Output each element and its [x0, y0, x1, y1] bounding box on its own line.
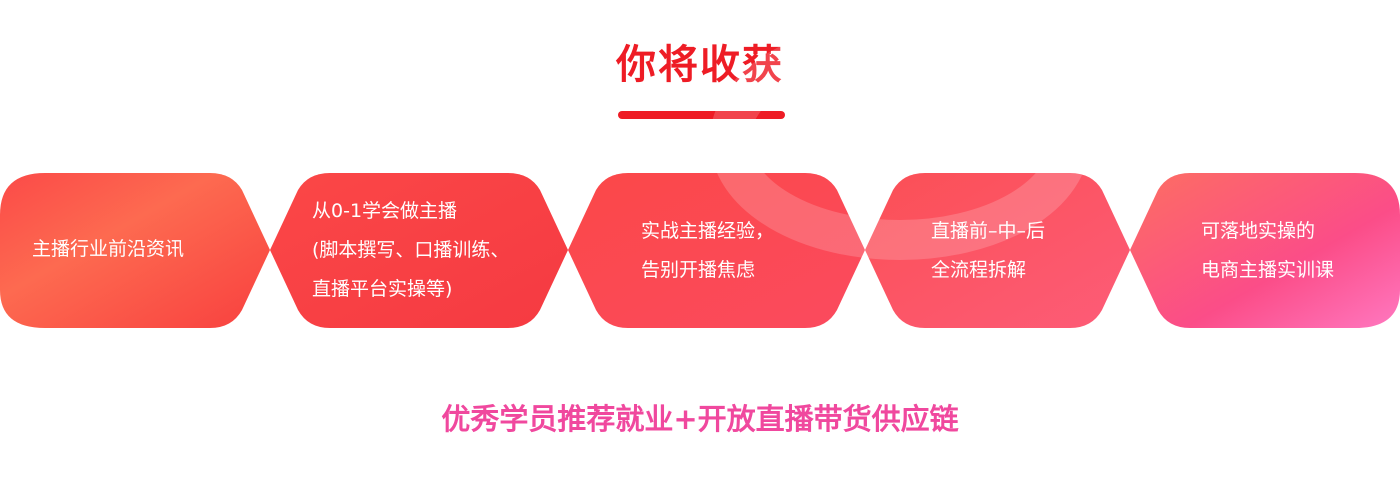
benefit-shape-3 — [568, 173, 865, 328]
benefit-2: 从0-1学会做主播(脚本撰写、口播训练、直播平台实操等) — [312, 200, 510, 300]
benefit-4: 直播前–中–后全流程拆解 — [931, 220, 1046, 281]
title-underline — [618, 111, 785, 119]
decor-ring — [710, 20, 1090, 260]
footer-tagline: 优秀学员推荐就业+开放直播带货供应链 — [441, 402, 959, 436]
benefit-1: 主播行业前沿资讯 — [32, 238, 185, 260]
benefit-shape-5 — [1130, 173, 1400, 328]
benefit-shape-2 — [270, 173, 568, 328]
benefit-5: 可落地实操的电商主播实训课 — [1201, 220, 1335, 281]
benefit-shape-1 — [0, 173, 270, 328]
benefit-3: 实战主播经验，告别开播焦虑 — [641, 220, 775, 281]
section-title: 你将收获 — [616, 42, 784, 88]
benefit-shape-4 — [865, 173, 1130, 328]
